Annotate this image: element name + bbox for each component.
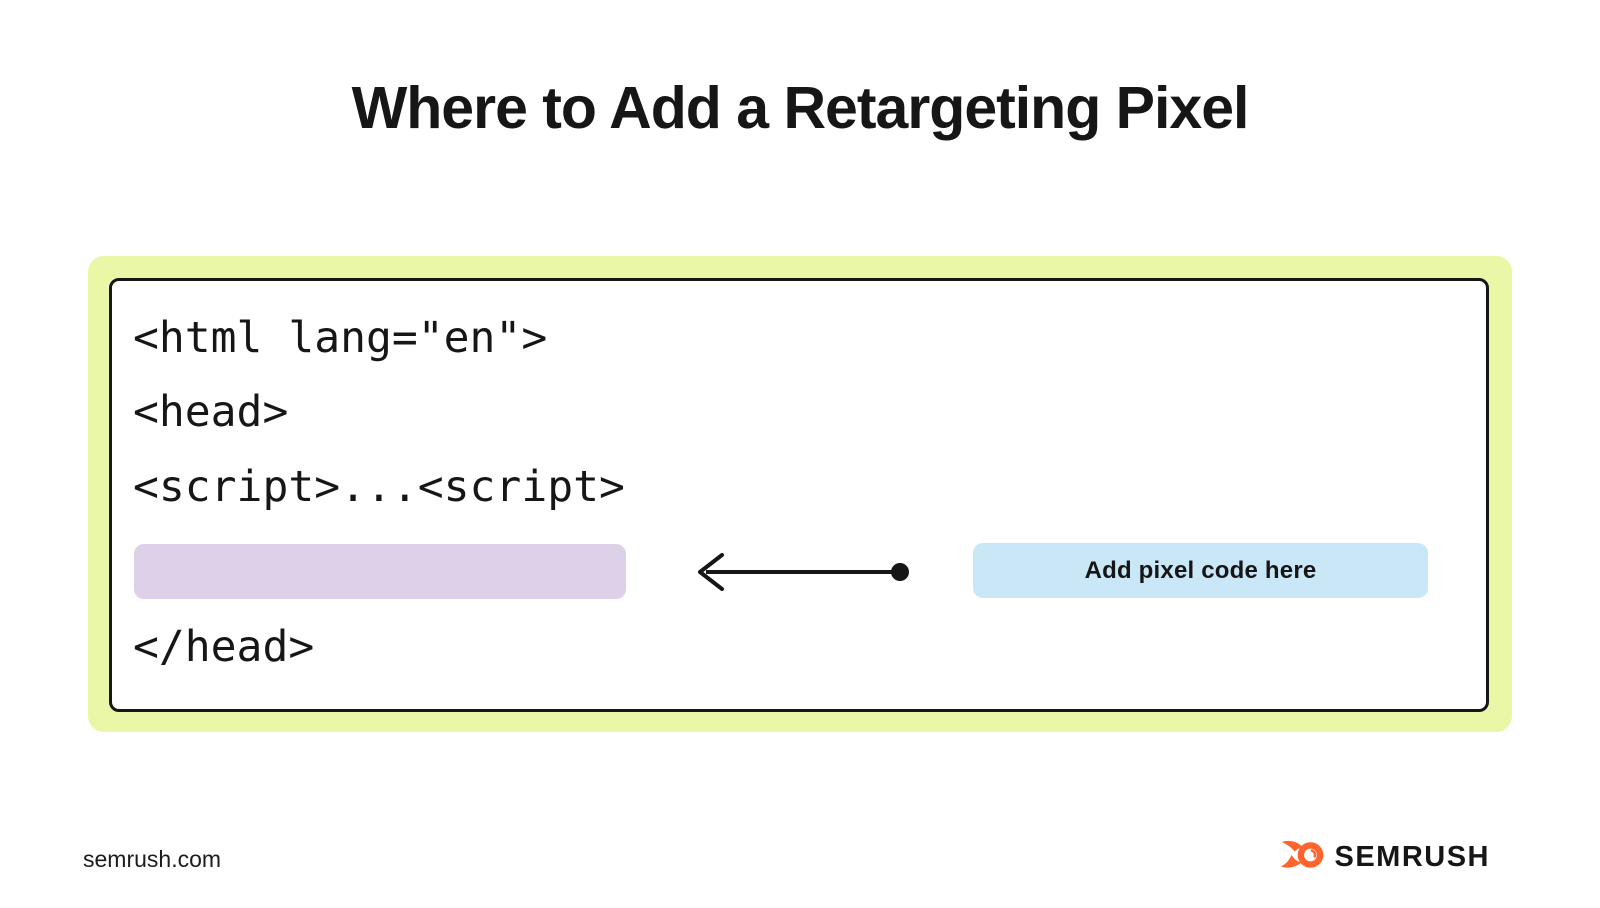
pixel-code-placeholder (134, 544, 626, 599)
page-title: Where to Add a Retargeting Pixel (351, 75, 1250, 141)
code-line-script: <script>...<script> (133, 462, 625, 512)
semrush-wordmark: SEMRUSH (1334, 840, 1490, 873)
add-pixel-callout-label: Add pixel code here (1084, 556, 1317, 584)
code-panel: <html lang="en"> <head> <script>...<scri… (109, 278, 1489, 712)
add-pixel-callout: Add pixel code here (973, 543, 1428, 598)
code-line-html-open: <html lang="en"> (133, 313, 548, 363)
code-line-head-close: </head> (133, 622, 315, 672)
semrush-flame-icon (1279, 839, 1325, 876)
code-line-head-open: <head> (133, 387, 289, 437)
website-credit: semrush.com (83, 846, 222, 872)
left-arrow-with-dot-icon (682, 550, 922, 594)
highlight-frame: <html lang="en"> <head> <script>...<scri… (88, 256, 1512, 732)
semrush-logo: SEMRUSH (1279, 840, 1490, 874)
